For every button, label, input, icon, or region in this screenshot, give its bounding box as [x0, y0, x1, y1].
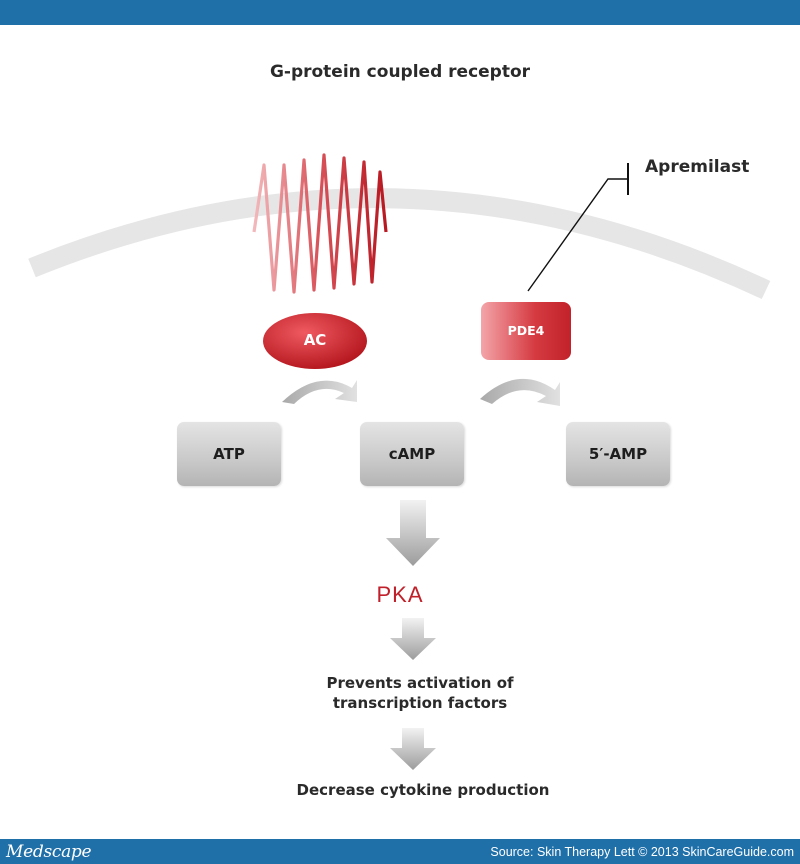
transcription-effect-line1: Prevents activation of [326, 674, 514, 692]
conversion-arrow-camp-amp [480, 378, 560, 406]
camp-box: cAMP [360, 422, 464, 486]
pde4-enzyme [481, 302, 571, 360]
cytokine-effect-text: Decrease cytokine production [296, 781, 550, 799]
transcription-effect-text: Prevents activation of transcription fac… [0, 673, 800, 713]
down-arrow-pka-effect [390, 618, 436, 660]
conversion-arrow-atp-camp [282, 380, 357, 404]
top-banner [0, 0, 800, 25]
pka-label: PKA [376, 582, 424, 607]
ac-enzyme [263, 313, 367, 369]
medscape-logo: Medscape [6, 841, 92, 862]
diagram-title: G-protein coupled receptor [269, 62, 531, 82]
footer-bar: Medscape Source: Skin Therapy Lett © 201… [0, 839, 800, 864]
atp-box: ATP [177, 422, 281, 486]
source-credit: Source: Skin Therapy Lett © 2013 SkinCar… [490, 844, 794, 859]
ac-label: AC [303, 331, 327, 349]
down-arrow-effect-cytokine [390, 728, 436, 770]
transcription-effect-line2: transcription factors [332, 694, 508, 712]
g-protein-coupled-receptor [252, 153, 388, 294]
down-arrow-camp-pka [386, 500, 440, 566]
inhibition-line [527, 178, 628, 292]
amp-box: 5′-AMP [566, 422, 670, 486]
apremilast-label: Apremilast [645, 157, 750, 177]
cell-membrane [28, 188, 771, 300]
pde4-label: PDE4 [507, 323, 545, 338]
